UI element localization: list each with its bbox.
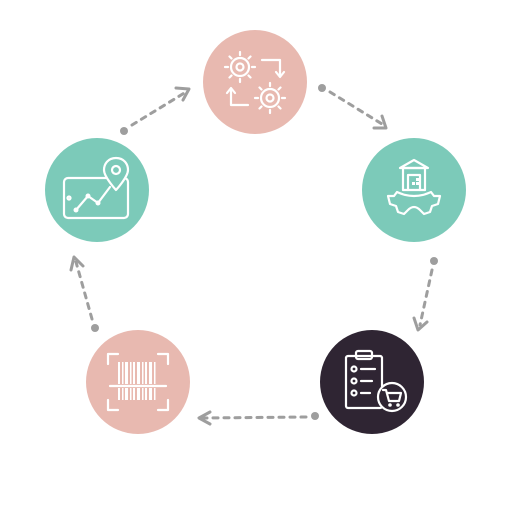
barcode-scanner-icon — [106, 352, 170, 412]
clipboard-cart-icon — [344, 349, 408, 413]
node-circle — [45, 138, 149, 242]
barcode-bars — [118, 362, 156, 400]
node-warehouse-operations — [362, 138, 466, 242]
tablet-chart-location-icon — [62, 156, 130, 220]
node-order-checklist — [320, 330, 424, 434]
warehouse-gear-icon — [386, 158, 442, 216]
connector-checklist-to-barcode — [197, 410, 319, 426]
gears-cycle-icon — [223, 50, 287, 115]
node-settings-sync — [203, 30, 307, 134]
node-barcode-scan — [86, 330, 190, 434]
connector-barcode-to-tracking — [69, 255, 99, 332]
node-circle — [203, 30, 307, 134]
connector-tracking-to-settings — [120, 86, 191, 135]
connector-warehouse-to-checklist — [412, 257, 438, 332]
connector-settings-to-warehouse — [318, 84, 388, 130]
node-tracking-analytics — [45, 138, 149, 242]
